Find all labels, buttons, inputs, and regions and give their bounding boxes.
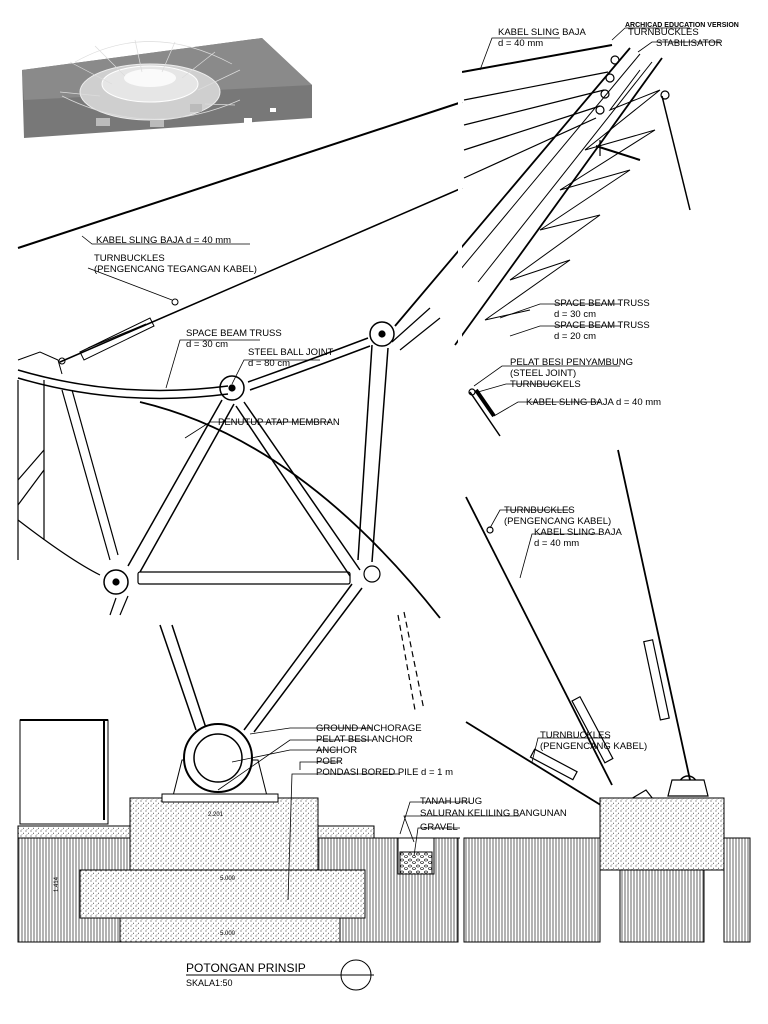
label-turnbuckels: TURNBUCKELS	[510, 379, 581, 390]
label-sbt-right-1-d: d = 30 cm	[554, 309, 596, 320]
label-kabel-top: KABEL SLING BAJA	[498, 27, 586, 38]
drawing-scale: SKALA1:50	[186, 978, 233, 988]
label-tb-low-1: TURNBUCKLES	[540, 730, 611, 741]
label-kabel-right2-d: d = 40 mm	[534, 538, 579, 549]
label-pelat-1: PELAT BESI PENYAMBUNG	[510, 357, 633, 368]
label-kabel-top-d: d = 40 mm	[498, 38, 543, 49]
foundation	[17, 719, 751, 943]
label-tb-right-1: TURNBUCKLES	[504, 505, 575, 516]
label-sbt-right-1: SPACE BEAM TRUSS	[554, 298, 650, 309]
label-pelat-2: (STEEL JOINT)	[510, 368, 576, 379]
label-sbt-center-d: d = 30 cm	[186, 339, 228, 350]
label-gravel: GRAVEL	[420, 822, 458, 833]
drawing-title: POTONGAN PRINSIP	[186, 961, 306, 975]
label-stabilisator: STABILISATOR	[656, 38, 723, 49]
label-ball-joint: STEEL BALL JOINT	[248, 347, 334, 358]
label-pelat-anchor: PELAT BESI ANCHOR	[316, 734, 413, 745]
label-ground-anchorage: GROUND ANCHORAGE	[316, 723, 422, 734]
leader-lines	[81, 27, 720, 901]
render-thumbnail	[22, 38, 312, 138]
dimension-4: 5.000	[220, 931, 236, 937]
label-kabel-left: KABEL SLING BAJA d = 40 mm	[96, 235, 231, 246]
label-saluran: SALURAN KELILING BANGUNAN	[420, 808, 567, 819]
dimension-3: 1.414	[54, 876, 60, 892]
label-pondasi: PONDASI BORED PILE d = 1 m	[316, 767, 453, 778]
watermark-text: ARCHICAD EDUCATION VERSION	[625, 22, 739, 29]
label-membran: PENUTUP ATAP MEMBRAN	[218, 417, 340, 428]
label-turnbuckles-top: TURNBUCKLES	[628, 27, 699, 38]
dimension-2: 5.000	[220, 876, 236, 882]
label-sbt-right-2: SPACE BEAM TRUSS	[554, 320, 650, 331]
label-tb-right-2: (PENGENCANG KABEL)	[504, 516, 611, 527]
right-cable-detail	[465, 449, 709, 831]
title-block: POTONGAN PRINSIP SKALA1:50	[186, 959, 374, 991]
label-ball-joint-d: d = 80 cm	[248, 358, 290, 369]
label-sbt-right-2-d: d = 20 cm	[554, 331, 596, 342]
dimension-1: 2.201	[208, 812, 224, 818]
label-tanah-urug: TANAH URUG	[420, 796, 482, 807]
label-turnbuckles-left-1: TURNBUCKLES	[94, 253, 165, 264]
structure-lines	[17, 0, 691, 733]
label-poer: POER	[316, 756, 343, 767]
label-turnbuckles-left-2: (PENGENCANG TEGANGAN KABEL)	[94, 264, 257, 275]
label-tb-low-2: (PENGENCANG KABEL)	[540, 741, 647, 752]
label-sbt-center: SPACE BEAM TRUSS	[186, 328, 282, 339]
label-anchor: ANCHOR	[316, 745, 357, 756]
label-kabel-right2: KABEL SLING BAJA	[534, 527, 622, 538]
label-kabel-right: KABEL SLING BAJA d = 40 mm	[526, 397, 661, 408]
